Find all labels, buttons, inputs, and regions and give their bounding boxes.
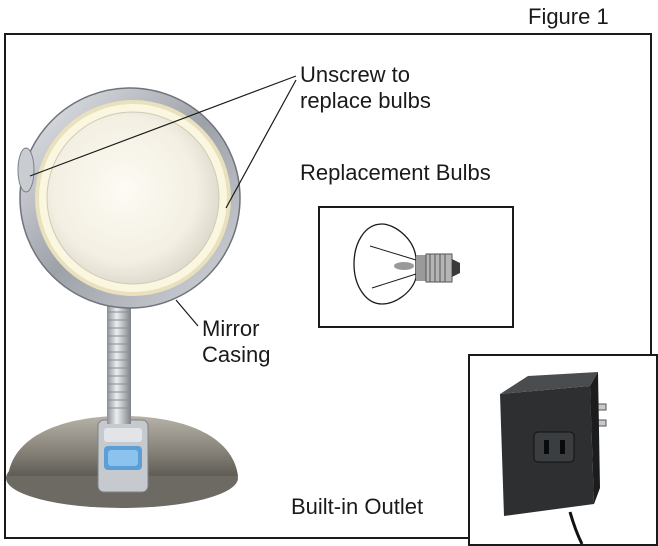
- power-adapter-icon: [500, 372, 607, 544]
- bulb-box: [318, 206, 514, 328]
- unscrew-callout-line2: replace bulbs: [300, 88, 431, 113]
- mirror-casing-label-line2: Casing: [202, 342, 271, 367]
- mirror-casing-label-line1: Mirror: [202, 316, 260, 341]
- built-in-outlet-label: Built-in Outlet: [291, 494, 424, 519]
- unscrew-callout-line1: Unscrew to: [300, 62, 411, 87]
- outlet-box: [468, 354, 658, 546]
- figure-label: Figure 1: [528, 4, 609, 29]
- light-bulb-icon: [353, 223, 460, 305]
- replacement-bulbs-label: Replacement Bulbs: [300, 160, 491, 185]
- figure-frame: [4, 33, 652, 539]
